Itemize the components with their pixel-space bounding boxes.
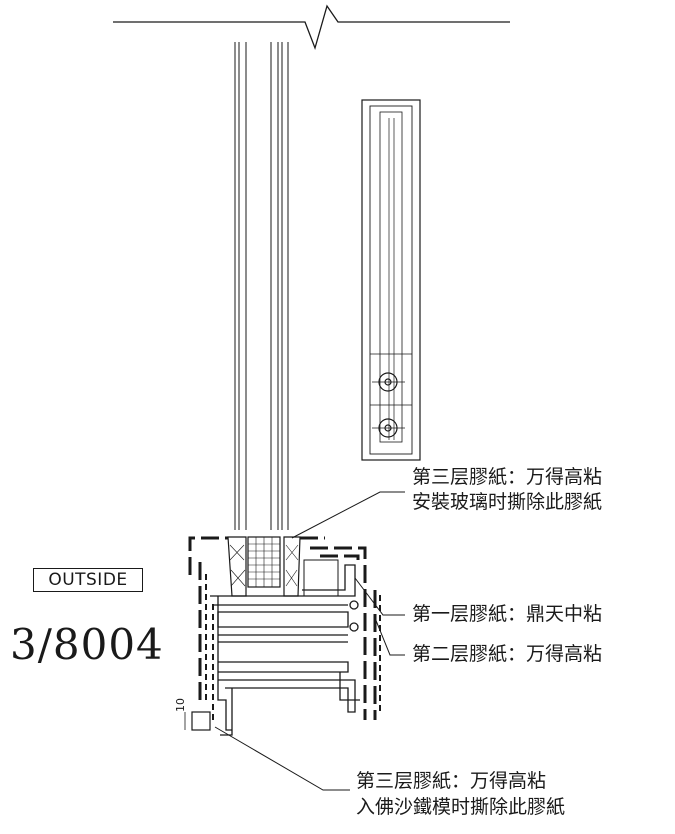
dimension-label: 10: [174, 698, 187, 712]
leader-lines: [214, 491, 405, 791]
break-line: [113, 4, 510, 51]
callout-third-layer-bottom-line2: 入佛沙鐵模时撕除此膠紙: [356, 796, 566, 818]
callout-third-layer-bottom-line1: 第三层膠紙：万得高粘: [356, 770, 547, 792]
dimension-block: [184, 711, 211, 731]
frame-profile: [210, 559, 360, 736]
side-detail: [361, 99, 421, 461]
tape-layers-thin: [205, 570, 381, 720]
tape-layers: [188, 536, 377, 720]
callout-first-layer: 第一层膠紙：鼎天中粘: [412, 603, 603, 625]
callout-third-layer-top-line2: 安裝玻璃时撕除此膠紙: [412, 491, 603, 513]
outside-label: OUTSIDE: [33, 568, 143, 592]
glass-panes: [234, 42, 289, 530]
drawing-number: 3/8004: [10, 620, 164, 669]
callout-second-layer: 第二层膠紙：万得高粘: [412, 643, 603, 665]
glazing-gasket: [227, 536, 301, 597]
callout-third-layer-top-line1: 第三层膠紙：万得高粘: [412, 466, 603, 488]
